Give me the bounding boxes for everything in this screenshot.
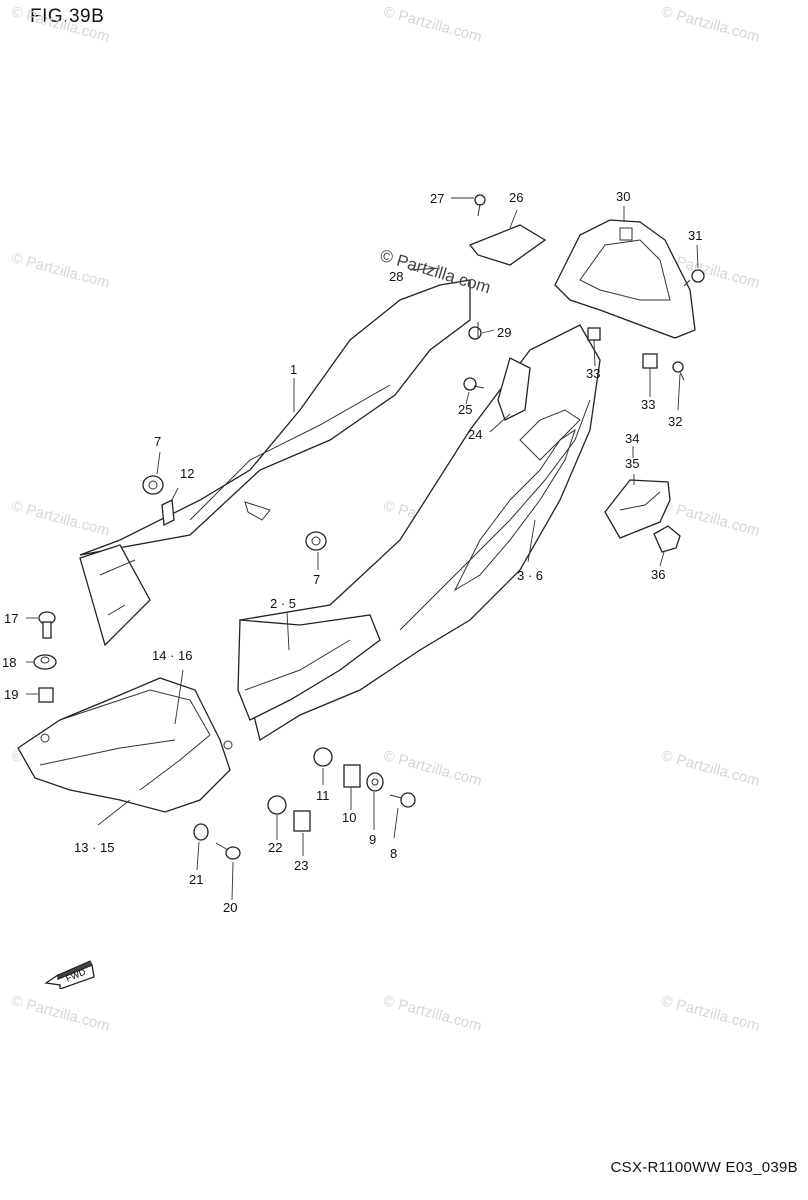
callout-28: 28 <box>389 269 404 284</box>
spacer-part-10 <box>343 764 361 788</box>
bolt-part-8 <box>389 792 416 808</box>
clip-part-33a <box>587 327 601 341</box>
callout-14-16: 14 · 16 <box>152 648 193 663</box>
callout-22: 22 <box>268 840 283 855</box>
callout-8: 8 <box>390 846 398 861</box>
grab-handle-part-30 <box>554 219 696 339</box>
callout-21: 21 <box>189 872 204 887</box>
model-code: CSX-R1100WW E03_039B <box>610 1159 798 1176</box>
bracket-part-24 <box>497 357 531 421</box>
callout-31: 31 <box>688 228 703 243</box>
callout-24: 24 <box>468 427 483 442</box>
clip-part-33b <box>642 353 658 369</box>
forward-arrow-icon: FWD <box>44 955 100 994</box>
callout-36: 36 <box>651 567 666 582</box>
callout-33a: 33 <box>586 366 601 381</box>
callout-25: 25 <box>458 402 473 417</box>
washer-part-9 <box>366 772 384 792</box>
screw-part-25 <box>463 377 485 391</box>
spacer-part-23 <box>293 810 311 832</box>
screw-part-27 <box>474 194 486 217</box>
callout-30: 30 <box>616 189 631 204</box>
callout-33b: 33 <box>641 397 656 412</box>
plate-part-12 <box>161 498 175 527</box>
screw-part-31 <box>683 269 705 287</box>
washer-part-21 <box>193 823 209 841</box>
callout-27: 27 <box>430 191 445 206</box>
callout-29: 29 <box>497 325 512 340</box>
callout-12: 12 <box>180 466 195 481</box>
lower-cover-part-2-5 <box>237 614 381 721</box>
nut-part-18 <box>33 654 57 670</box>
grommet-part-7a <box>142 475 164 495</box>
callout-20: 20 <box>223 900 238 915</box>
callout-34: 34 <box>625 431 640 446</box>
callout-10: 10 <box>342 810 357 825</box>
callout-3-6: 3 · 6 <box>517 568 544 583</box>
callout-23: 23 <box>294 858 309 873</box>
figure-title: FIG.39B <box>30 6 105 27</box>
callout-7b: 7 <box>313 572 321 587</box>
callout-2-5: 2 · 5 <box>270 596 297 611</box>
callout-9: 9 <box>369 832 377 847</box>
grommet-part-7b <box>305 531 327 551</box>
bracket-part-26 <box>468 224 547 266</box>
callout-18: 18 <box>2 655 17 670</box>
collar-part-19 <box>38 687 54 703</box>
callout-19: 19 <box>4 687 19 702</box>
callout-13-15: 13 · 15 <box>74 840 115 855</box>
frame-cover-part-1 <box>79 279 471 647</box>
grommet-part-22 <box>267 795 287 815</box>
collar-part-36 <box>653 525 681 553</box>
callout-26: 26 <box>509 190 524 205</box>
callout-7a: 7 <box>154 434 162 449</box>
screw-part-17 <box>38 611 56 639</box>
callout-11: 11 <box>316 788 330 803</box>
grommet-part-11 <box>313 747 333 767</box>
callout-1: 1 <box>290 362 298 377</box>
block-part-34-35 <box>604 479 671 539</box>
callout-17: 17 <box>4 611 19 626</box>
screw-part-32 <box>672 361 685 381</box>
screw-part-20 <box>215 842 241 860</box>
screw-part-29 <box>468 322 482 340</box>
callout-35: 35 <box>625 456 640 471</box>
leader-lines <box>26 197 699 901</box>
callout-32: 32 <box>668 414 683 429</box>
